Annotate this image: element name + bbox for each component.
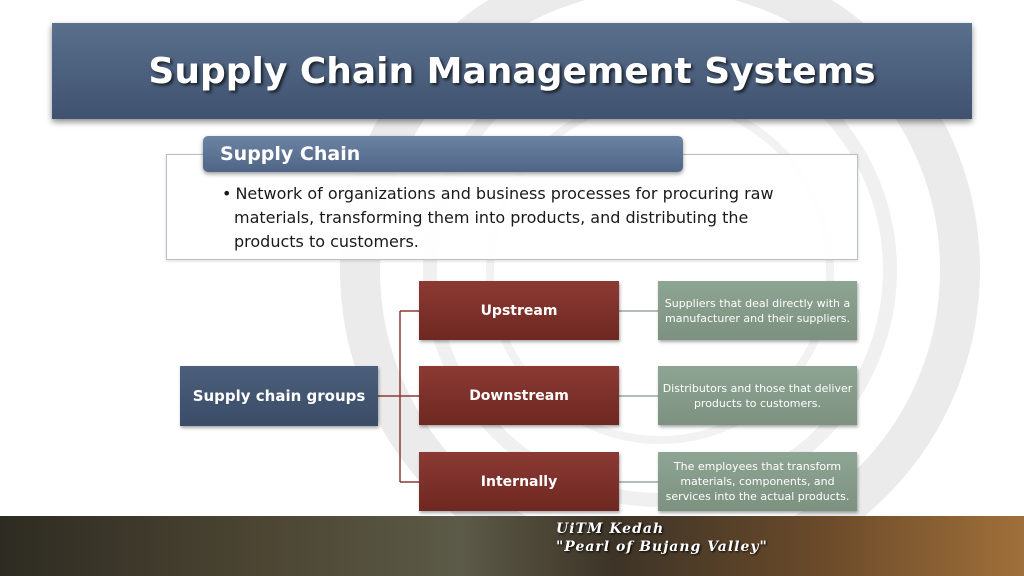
footer-campus-name: UiTM Kedah (556, 521, 665, 537)
root-node-supply-chain-groups: Supply chain groups (180, 366, 378, 426)
footer-photo-banner: UiTM Kedah "Pearl of Bujang Valley" (0, 516, 1024, 576)
description-node-downstream: Distributors and those that deliver prod… (658, 366, 857, 425)
definition-heading: Supply Chain (220, 143, 361, 165)
group-node-upstream: Upstream (419, 281, 619, 340)
definition-bullet-item: •Network of organizations and business p… (222, 182, 822, 254)
description-node-internally: The employees that transform materials, … (658, 452, 857, 511)
definition-heading-tab: Supply Chain (203, 136, 683, 172)
bullet-icon: • (222, 184, 232, 203)
definition-text: Network of organizations and business pr… (234, 184, 774, 251)
footer-tagline: "Pearl of Bujang Valley" (556, 539, 768, 555)
definition-text-block: •Network of organizations and business p… (222, 182, 822, 254)
title-bar: Supply Chain Management Systems (52, 23, 972, 119)
footer-caption: UiTM Kedah "Pearl of Bujang Valley" (556, 520, 768, 556)
group-node-downstream: Downstream (419, 366, 619, 425)
slide-title: Supply Chain Management Systems (148, 50, 876, 92)
group-node-internally: Internally (419, 452, 619, 511)
description-node-upstream: Suppliers that deal directly with a manu… (658, 281, 857, 340)
